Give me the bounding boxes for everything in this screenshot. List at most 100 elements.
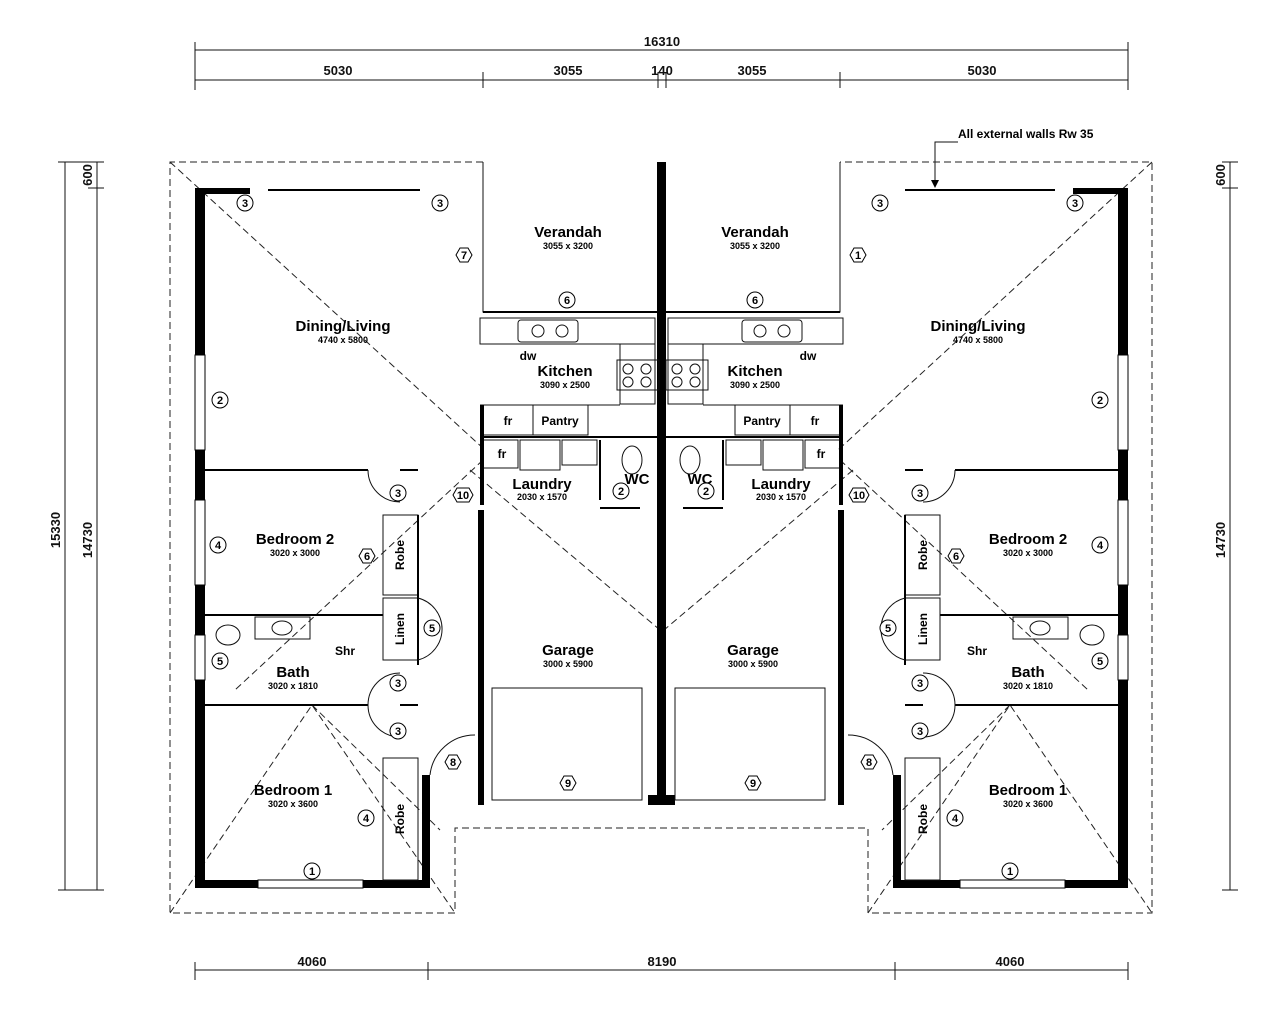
internal-walls [205,162,1118,881]
dim-bottom-3: 4060 [996,954,1025,969]
svg-text:7: 7 [461,250,467,262]
linen-left: Linen [393,613,407,645]
laundry-left-name: Laundry [512,476,572,493]
svg-text:3: 3 [395,726,401,738]
dining-right-size: 4740 x 5800 [953,335,1003,345]
bedroom2-right-name: Bedroom 2 [989,531,1067,548]
hex-tag-right-10: 10 [848,487,870,503]
laundry-right-size: 2030 x 1570 [756,492,806,502]
tag-left-4b: 4 [357,809,375,827]
svg-text:1: 1 [1007,866,1013,878]
tag-right-5a: 5 [879,619,897,637]
kitchen-left-size: 3090 x 2500 [540,380,590,390]
garage-right-name: Garage [727,642,779,659]
tag-right-1: 1 [1001,862,1019,880]
wc-left-name: WC [625,471,650,488]
hex-tag-left-8: 8 [444,754,462,770]
room-labels-left: Verandah 3055 x 3200 Dining/Living 4740 … [254,224,650,834]
bedroom2-right-size: 3020 x 3000 [1003,548,1053,558]
tag-right-3a: 3 [871,194,889,212]
hex-tag-right-9: 9 [744,775,762,791]
svg-text:8: 8 [866,757,872,769]
tag-left-3d: 3 [389,674,407,692]
fr-right-2: fr [817,447,826,461]
svg-text:1: 1 [855,250,861,262]
svg-text:5: 5 [429,623,435,635]
dw-right: dw [800,349,817,363]
tag-left-3e: 3 [389,722,407,740]
tag-right-3b: 3 [1066,194,1084,212]
hex-tag-left-9: 9 [559,775,577,791]
bath-left-name: Bath [276,664,309,681]
garage-left-name: Garage [542,642,594,659]
svg-text:3: 3 [395,488,401,500]
verandah-left-name: Verandah [534,224,602,241]
dim-wall-depth-left: 14730 [80,522,95,558]
pantry-left: Pantry [541,414,579,428]
hex-tag-right-1: 1 [849,247,867,263]
laundry-right-name: Laundry [751,476,811,493]
dining-left-name: Dining/Living [296,318,391,335]
detail-tags: 3 3 2 6 3 4 5 5 3 3 4 1 2 3 3 2 6 3 4 5 … [209,194,1109,880]
svg-text:10: 10 [853,490,865,502]
note-text: All external walls Rw 35 [958,127,1094,141]
bedroom1-right-size: 3020 x 3600 [1003,799,1053,809]
robe-right-lower: Robe [916,804,930,834]
tag-right-3d: 3 [911,674,929,692]
dimension-labels: 16310 5030 3055 140 3055 5030 4060 8190 … [48,34,1228,969]
dim-top-5: 5030 [968,63,997,78]
svg-text:4: 4 [1097,540,1104,552]
bath-left-size: 3020 x 1810 [268,681,318,691]
garage-right-size: 3000 x 5900 [728,659,778,669]
shr-left: Shr [335,644,355,658]
svg-text:9: 9 [565,778,571,790]
bath-right-size: 3020 x 1810 [1003,681,1053,691]
verandah-right-size: 3055 x 3200 [730,241,780,251]
tag-right-3c: 3 [911,484,929,502]
linen-right: Linen [916,613,930,645]
tag-right-4b: 4 [946,809,964,827]
robe-left-upper: Robe [393,540,407,570]
dim-eave-left: 600 [80,164,95,186]
svg-text:2: 2 [217,395,223,407]
dw-left: dw [520,349,537,363]
svg-text:10: 10 [457,490,469,502]
tag-left-1: 1 [303,862,321,880]
tag-right-4: 4 [1091,536,1109,554]
roof-outline [169,161,1153,914]
bedroom1-left-name: Bedroom 1 [254,782,332,799]
svg-text:4: 4 [363,813,370,825]
robe-right-upper: Robe [916,540,930,570]
dining-right-name: Dining/Living [931,318,1026,335]
external-walls-note: All external walls Rw 35 [931,127,1094,188]
tag-left-2b: 2 [612,482,630,500]
bedroom1-left-size: 3020 x 3600 [268,799,318,809]
dim-bottom-1: 4060 [298,954,327,969]
fr-right-1: fr [811,414,820,428]
pantry-right: Pantry [743,414,781,428]
hex-tag-left-10: 10 [452,487,474,503]
tag-left-6: 6 [558,291,576,309]
tag-right-6: 6 [746,291,764,309]
svg-text:3: 3 [917,488,923,500]
tag-left-3b: 3 [431,194,449,212]
dim-top-1: 5030 [324,63,353,78]
hex-tag-left-7: 7 [455,247,473,263]
hex-tag-right-6: 6 [947,548,965,564]
svg-text:4: 4 [952,813,959,825]
hex-tag-right-8: 8 [860,754,878,770]
svg-text:5: 5 [885,623,891,635]
dim-top-2: 3055 [554,63,583,78]
garage-left-size: 3000 x 5900 [543,659,593,669]
external-walls [195,162,1128,888]
svg-text:6: 6 [953,551,959,563]
svg-text:3: 3 [395,678,401,690]
dim-eave-right: 600 [1213,164,1228,186]
svg-text:3: 3 [917,726,923,738]
kitchen-right-name: Kitchen [727,363,782,380]
dim-bottom-2: 8190 [648,954,677,969]
svg-text:3: 3 [917,678,923,690]
svg-text:8: 8 [450,757,456,769]
svg-text:3: 3 [437,198,443,210]
